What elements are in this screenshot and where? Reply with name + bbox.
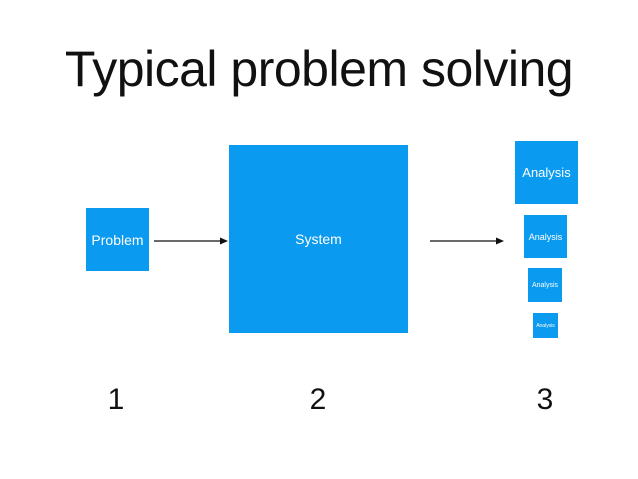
analysis-label-2: Analysis — [528, 231, 563, 242]
system-label: System — [295, 231, 342, 247]
page-title: Typical problem solving — [64, 41, 574, 97]
analysis-box-2: Analysis — [524, 215, 567, 258]
system-box: System — [229, 145, 408, 333]
problem-label: Problem — [91, 231, 144, 248]
step-number-3: 3 — [536, 383, 554, 416]
analysis-box-4: Analysis — [533, 313, 558, 338]
analysis-label-4: Analysis — [536, 322, 555, 329]
arrow-problem-to-system — [154, 237, 228, 245]
arrow-system-to-analysis — [430, 237, 504, 245]
analysis-box-1: Analysis — [515, 141, 578, 204]
analysis-box-3: Analysis — [528, 268, 562, 302]
step-number-2: 2 — [309, 383, 327, 416]
step-number-1: 1 — [107, 383, 125, 416]
problem-box: Problem — [86, 208, 149, 271]
analysis-label-1: Analysis — [522, 165, 571, 180]
analysis-label-3: Analysis — [531, 281, 559, 289]
